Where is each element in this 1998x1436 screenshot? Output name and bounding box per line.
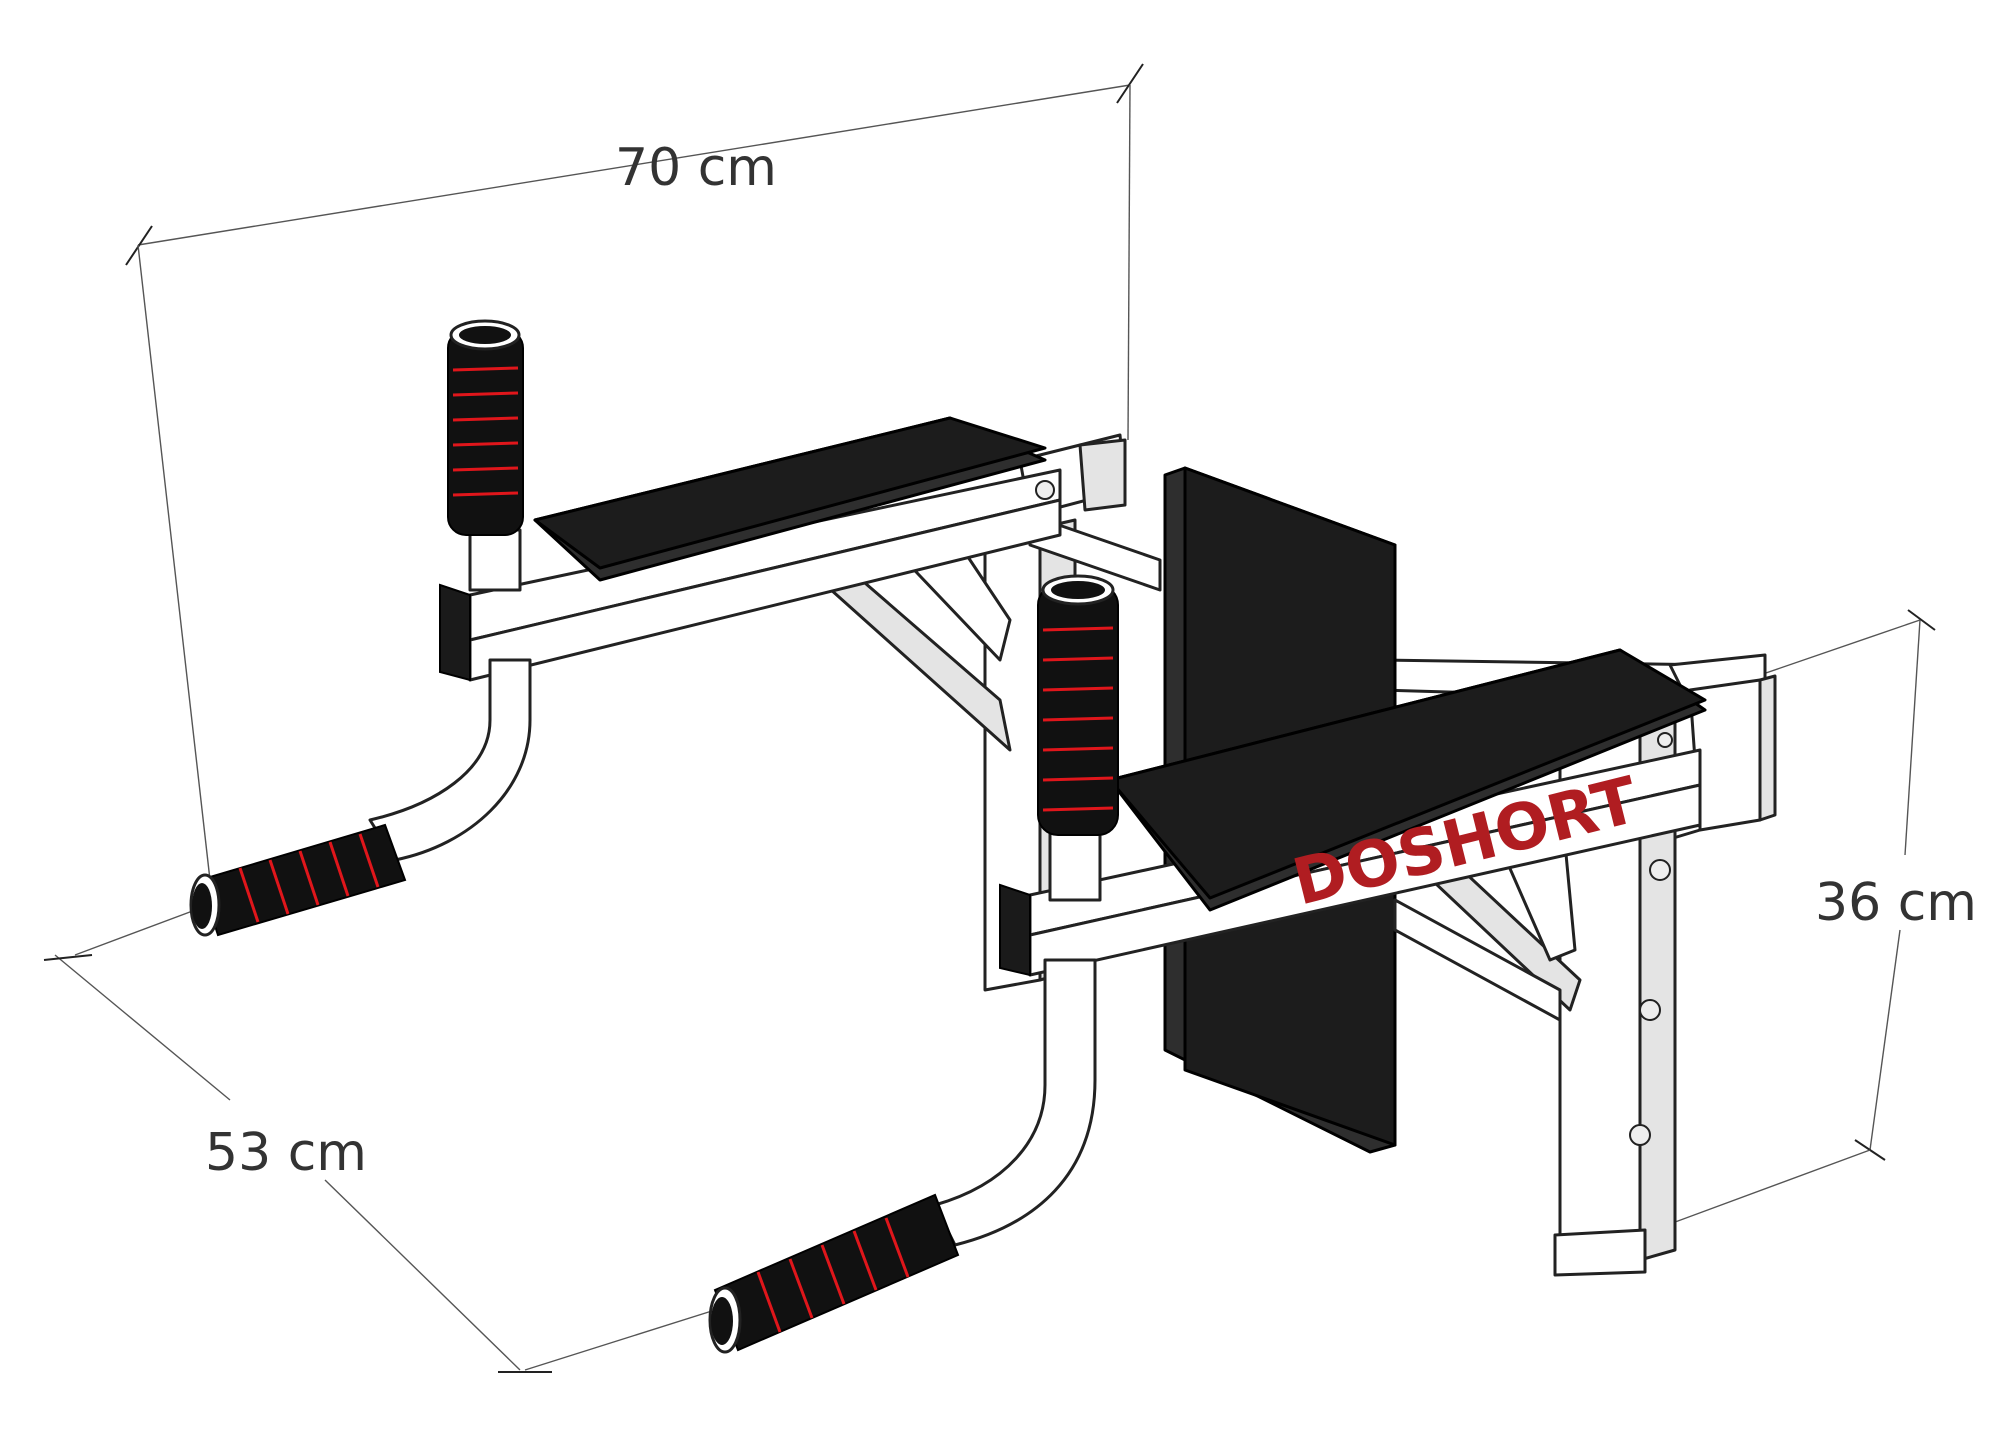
left-arm xyxy=(368,416,1062,862)
width-dimension-label: 70 cm xyxy=(615,138,777,198)
left-lower-grip xyxy=(189,823,407,937)
right-arm-tube xyxy=(933,958,1097,1247)
left-vertical-grip xyxy=(447,319,524,536)
left-arm-tube xyxy=(368,658,532,862)
bolt-icon xyxy=(1629,1124,1651,1146)
bolt-icon xyxy=(1657,732,1673,748)
right-vertical-grip xyxy=(1037,574,1119,836)
height-dimension-label: 36 cm xyxy=(1815,873,1977,933)
dimension-lines xyxy=(43,63,1936,1373)
right-arm: DOSHORT xyxy=(933,648,1707,1277)
depth-dimension-label: 53 cm xyxy=(205,1123,367,1183)
bolt-icon xyxy=(1035,480,1055,500)
bolt-icon xyxy=(1649,859,1671,881)
right-lower-grip xyxy=(708,1193,960,1354)
bolt-icon xyxy=(1639,999,1661,1021)
